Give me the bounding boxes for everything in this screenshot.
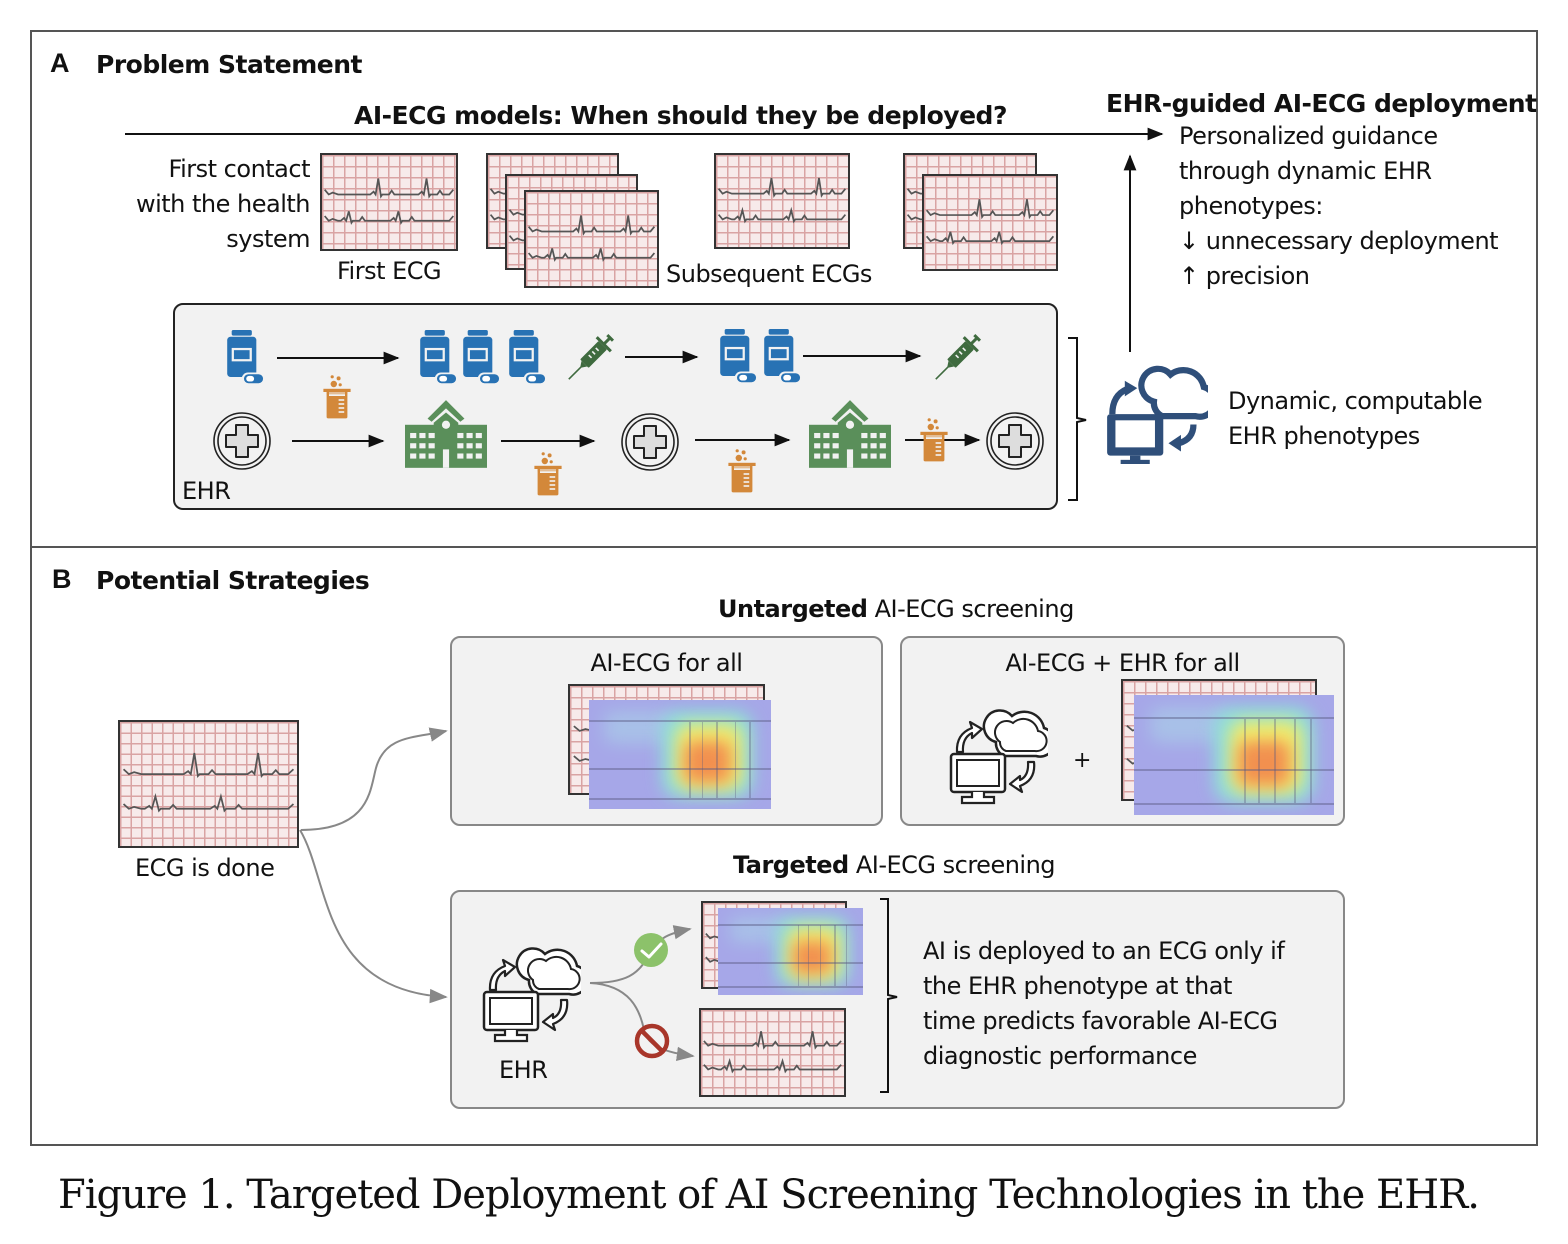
ecg-waveform xyxy=(703,1058,842,1074)
ecg-waveform xyxy=(703,1031,842,1050)
targeted-desc-line: time predicts favorable AI-ECG xyxy=(923,1007,1278,1035)
figure-caption: Figure 1. Targeted Deployment of AI Scre… xyxy=(58,1172,1480,1218)
first-contact-label: First contact with the health system xyxy=(110,152,311,257)
ai-saliency-heatmap xyxy=(718,908,863,995)
subsequent-ecg-strip xyxy=(922,174,1058,271)
heatmap-gridline xyxy=(1274,719,1276,803)
ecg-waveform xyxy=(122,792,295,813)
untargeted-heading-bold: Untargeted xyxy=(718,595,868,623)
ecg-waveform xyxy=(925,199,1055,220)
heatmap-gridline xyxy=(1294,719,1296,803)
heatmap-hotspot xyxy=(1238,740,1290,787)
ai-saliency-heatmap xyxy=(589,700,771,809)
ehr-timeline-label: EHR xyxy=(182,477,231,505)
guided-line: ↓ unnecessary deployment xyxy=(1179,227,1499,255)
subsequent-ecg-strip xyxy=(524,190,659,288)
heatmap-gridline xyxy=(718,923,863,926)
targeted-desc-line: AI is deployed to an ECG only if xyxy=(923,937,1285,965)
subsequent-ecg-strip xyxy=(714,153,850,249)
phenotype-text: Dynamic, computable EHR phenotypes xyxy=(1228,384,1483,454)
guided-line: through dynamic EHR xyxy=(1179,157,1432,185)
targeted-heading: Targeted AI-ECG screening xyxy=(733,848,1056,883)
untargeted-heading-rest: AI-ECG screening xyxy=(867,595,1075,623)
heatmap-gridline xyxy=(845,925,848,987)
targeted-heading-bold: Targeted xyxy=(733,851,849,879)
targeted-heading-rest: AI-ECG screening xyxy=(848,851,1056,879)
timeline-question: AI-ECG models: When should they be deplo… xyxy=(354,101,1007,130)
heatmap-gridline xyxy=(718,961,863,964)
ai-ecg-ehr-for-all-title: AI-ECG + EHR for all xyxy=(1005,649,1240,677)
heatmap-gridline xyxy=(1134,716,1334,719)
heatmap-gridline xyxy=(589,719,771,722)
phenotype-line: Dynamic, computable xyxy=(1228,387,1483,415)
first-contact-line: First contact xyxy=(168,155,311,183)
heatmap-gridline xyxy=(1244,719,1246,803)
panel-b-title: Potential Strategies xyxy=(96,566,370,595)
heatmap-gridline xyxy=(689,721,691,799)
guided-line: Personalized guidance xyxy=(1179,122,1438,150)
first-contact-line: with the health xyxy=(135,190,311,218)
guided-line: ↑ precision xyxy=(1179,262,1310,290)
ecg-waveform xyxy=(717,206,847,224)
heatmap-gridline xyxy=(589,798,771,801)
first-ecg-label: First ECG xyxy=(337,257,442,285)
heatmap-gridline xyxy=(797,925,800,987)
ecg-waveform xyxy=(925,231,1055,246)
ai-saliency-heatmap xyxy=(1134,695,1334,815)
panel-b-letter: B xyxy=(52,564,72,594)
ecg-waveform xyxy=(527,215,656,236)
ai-ecg-for-all-title: AI-ECG for all xyxy=(590,649,743,677)
panel-a-letter: A xyxy=(50,48,70,78)
ecg-waveform xyxy=(122,752,295,778)
first-ecg-strip xyxy=(320,153,458,251)
ecg-waveform xyxy=(717,177,847,198)
guided-deployment-text: Personalized guidance through dynamic EH… xyxy=(1179,119,1499,294)
guided-deployment-title: EHR-guided AI-ECG deployment xyxy=(1106,89,1537,118)
heatmap-gridline xyxy=(718,986,863,989)
ecg-done-strip xyxy=(118,720,299,848)
heatmap-gridline xyxy=(1258,719,1260,803)
heatmap-hotspot xyxy=(683,741,731,783)
ecg-waveform xyxy=(324,178,454,199)
first-contact-line: system xyxy=(226,225,310,253)
ecg-waveform xyxy=(324,211,454,225)
ecg-done-label: ECG is done xyxy=(135,854,275,882)
ecg-strip-no-ai xyxy=(699,1008,846,1097)
heatmap-gridline xyxy=(589,767,771,770)
heatmap-gridline xyxy=(716,721,718,799)
heatmap-gridline xyxy=(834,925,836,987)
heatmap-gridline xyxy=(1134,769,1334,772)
heatmap-gridline xyxy=(1134,803,1334,805)
heatmap-gridline xyxy=(734,721,737,799)
subsequent-ecgs-label: Subsequent ECGs xyxy=(666,260,872,288)
guided-line: phenotypes: xyxy=(1179,192,1323,220)
heatmap-gridline xyxy=(701,721,704,799)
ecg-waveform xyxy=(527,248,656,262)
targeted-desc-line: diagnostic performance xyxy=(923,1042,1197,1070)
targeted-ehr-label: EHR xyxy=(499,1056,548,1084)
heatmap-gridline xyxy=(807,925,810,987)
untargeted-heading: Untargeted AI-ECG screening xyxy=(718,592,1074,627)
heatmap-gridline xyxy=(819,925,821,987)
targeted-description: AI is deployed to an ECG only if the EHR… xyxy=(923,934,1285,1074)
plus-sign: + xyxy=(1073,748,1091,773)
ehr-timeline-box xyxy=(173,303,1058,510)
heatmap-hotspot xyxy=(793,941,832,975)
phenotype-line: EHR phenotypes xyxy=(1228,422,1420,450)
panel-a-title: Problem Statement xyxy=(96,50,363,79)
heatmap-gridline xyxy=(749,721,751,799)
heatmap-gridline xyxy=(1310,719,1312,803)
targeted-desc-line: the EHR phenotype at that xyxy=(923,972,1232,1000)
